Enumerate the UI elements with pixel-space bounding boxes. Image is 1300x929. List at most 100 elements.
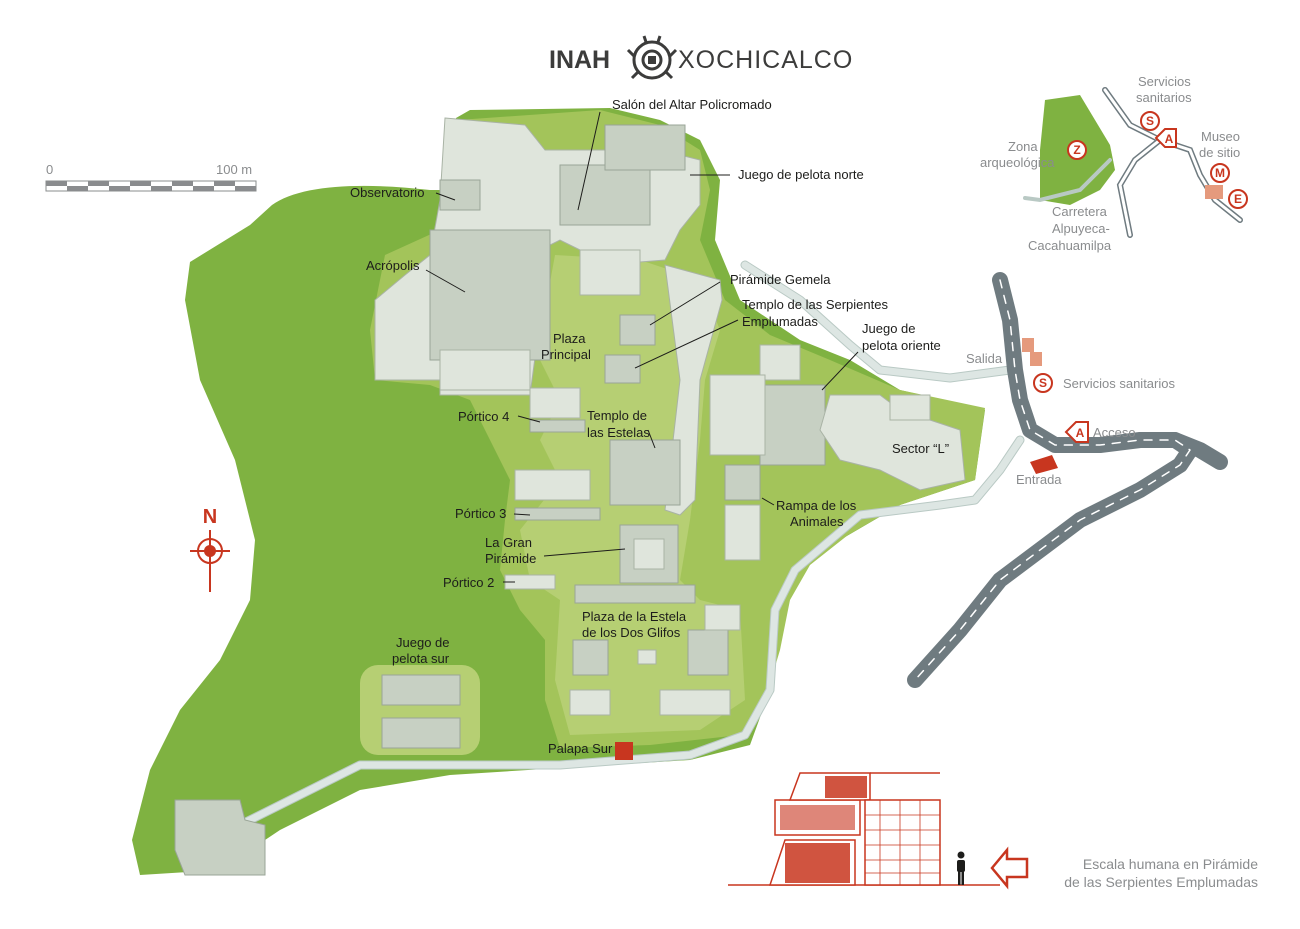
scale-seg-7	[172, 181, 193, 186]
building-portico-4-wall	[529, 419, 586, 433]
label-rampa-animales-2: Animales	[790, 514, 844, 529]
inset-servicios-icon	[1140, 111, 1160, 131]
building-portico-3-wall	[514, 507, 601, 521]
label-observatorio: Observatorio	[350, 185, 424, 200]
walkway-exit-inner	[741, 261, 1014, 382]
inset-acceso-icon	[1154, 128, 1177, 148]
label-templo-estelas-2: las Estelas	[587, 425, 650, 440]
human-scale-illustration: Escala humana en Pirámide de las Serpien…	[728, 772, 1258, 890]
entrance-labels: Salida S Servicios sanitarios A Acceso E…	[966, 351, 1175, 487]
scale-seg-9	[214, 181, 235, 186]
building-portico-4	[529, 387, 581, 419]
label-palapa-sur: Palapa Sur	[548, 741, 613, 756]
inset-label-museo-1: Museo	[1201, 129, 1240, 144]
label-pelota-oriente-1: Juego de	[862, 321, 916, 336]
label-pelota-sur-2: pelota sur	[392, 651, 450, 666]
brand-inah: INAH	[549, 46, 610, 74]
building-templo-estelas	[609, 439, 681, 506]
label-pelota-oriente-2: pelota oriente	[862, 338, 941, 353]
inset-road-1-inner	[1103, 88, 1242, 222]
acceso-icon-letter: A	[1076, 426, 1085, 440]
pyramid-stone-wall	[864, 799, 941, 886]
building-sw-group	[174, 799, 266, 876]
highway	[907, 272, 1228, 688]
label-gran-piramide-2: Pirámide	[485, 551, 536, 566]
label-plaza-principal-2: Principal	[541, 347, 591, 362]
inset-label-zona-2: arqueológica	[980, 155, 1055, 170]
building-ballcourt-norte	[604, 124, 686, 171]
label-juego-pelota-norte: Juego de pelota norte	[738, 167, 864, 182]
inset-label-carretera-3: Cacahuamilpa	[1028, 238, 1112, 253]
scale-arrow-icon	[990, 846, 1029, 890]
inset-label-carretera-1: Carretera	[1052, 204, 1108, 219]
scale-seg-8	[193, 186, 214, 191]
servicios-icon	[1033, 373, 1053, 393]
label-piramide-gemela: Pirámide Gemela	[730, 272, 831, 287]
inset-servicios-letter: S	[1146, 114, 1154, 128]
pyramid-upper-relief	[825, 776, 867, 798]
building-estela-se	[659, 689, 731, 716]
scale-seg-10	[235, 186, 256, 191]
walkways	[175, 260, 1025, 835]
label-plaza-principal-1: Plaza	[553, 331, 586, 346]
building-piramide-gemela	[619, 314, 656, 346]
servicios-icon-letter: S	[1039, 376, 1047, 390]
building-acropolis-core	[429, 229, 551, 361]
north-letter: N	[203, 506, 217, 528]
label-portico-2: Pórtico 2	[443, 575, 494, 590]
label-plaza-estela-1: Plaza de la Estela	[582, 609, 687, 624]
building-salon-altar	[559, 164, 651, 226]
service-building-1	[1022, 338, 1034, 352]
compass-icon	[190, 530, 230, 592]
label-portico-4: Pórtico 4	[458, 409, 509, 424]
scale-bar: 0 100 m	[45, 162, 257, 192]
inset-road-2-inner	[1118, 138, 1162, 237]
header: INAH XOCHICALCO	[549, 35, 853, 80]
leader-gemela	[649, 281, 721, 326]
inset-zona-icon	[1067, 140, 1087, 160]
inset-label-servicios-2: sanitarios	[1136, 90, 1192, 105]
walkway-south-inner	[176, 436, 1024, 834]
label-sector-l: Sector “L”	[892, 441, 949, 456]
building-estela-ne	[704, 604, 741, 631]
building-gran-piramide-top	[633, 538, 665, 570]
building-templo-serpientes	[604, 354, 641, 384]
building-east-plaza	[709, 374, 766, 456]
label-gran-piramide-1: La Gran	[485, 535, 532, 550]
label-plaza-estela-2: de los Dos Glifos	[582, 625, 681, 640]
label-acropolis: Acrópolis	[366, 258, 420, 273]
label-salida: Salida	[966, 351, 1003, 366]
north-arrow: N	[190, 506, 230, 592]
inset-label-museo-2: de sitio	[1199, 145, 1240, 160]
building-estela-w	[572, 639, 609, 676]
leader-portico-3	[513, 513, 531, 516]
building-estela-sw	[569, 689, 611, 716]
label-templo-serpientes-1: Templo de las Serpientes	[742, 297, 888, 312]
building-rampa-south	[724, 504, 761, 561]
building-ballcourt-sur-n	[381, 674, 461, 706]
acceso-arrow-icon	[1064, 421, 1089, 443]
leader-pelota-oriente	[821, 351, 859, 391]
building-observatorio	[439, 179, 481, 211]
scale-seg-3	[88, 181, 109, 186]
pyramid-relief-panel	[785, 843, 850, 883]
building-estela-e	[687, 629, 729, 676]
scale-seg-2	[67, 186, 88, 191]
service-building-2	[1030, 352, 1042, 366]
label-escala-humana-2: de las Serpientes Emplumadas	[1064, 874, 1258, 890]
inset-map: Z S A M E Servicios sanitarios Museo de …	[980, 74, 1248, 253]
inset-zona-letter: Z	[1073, 143, 1080, 157]
label-portico-3: Pórtico 3	[455, 506, 506, 521]
servicios-sanitarios-marker: S	[1033, 373, 1053, 393]
label-salon-altar: Salón del Altar Policromado	[612, 97, 772, 112]
label-templo-estelas-1: Templo de	[587, 408, 647, 423]
buildings	[174, 117, 966, 876]
label-pelota-sur-1: Juego de	[396, 635, 450, 650]
building-gran-piramide-stair	[574, 584, 696, 604]
stone-pattern	[865, 800, 940, 885]
inset-label-carretera-2: Alpuyeca-	[1052, 221, 1110, 236]
inset-acceso-letter: A	[1165, 132, 1174, 146]
site-name: XOCHICALCO	[678, 46, 853, 74]
inset-museo-letter: M	[1215, 166, 1225, 180]
